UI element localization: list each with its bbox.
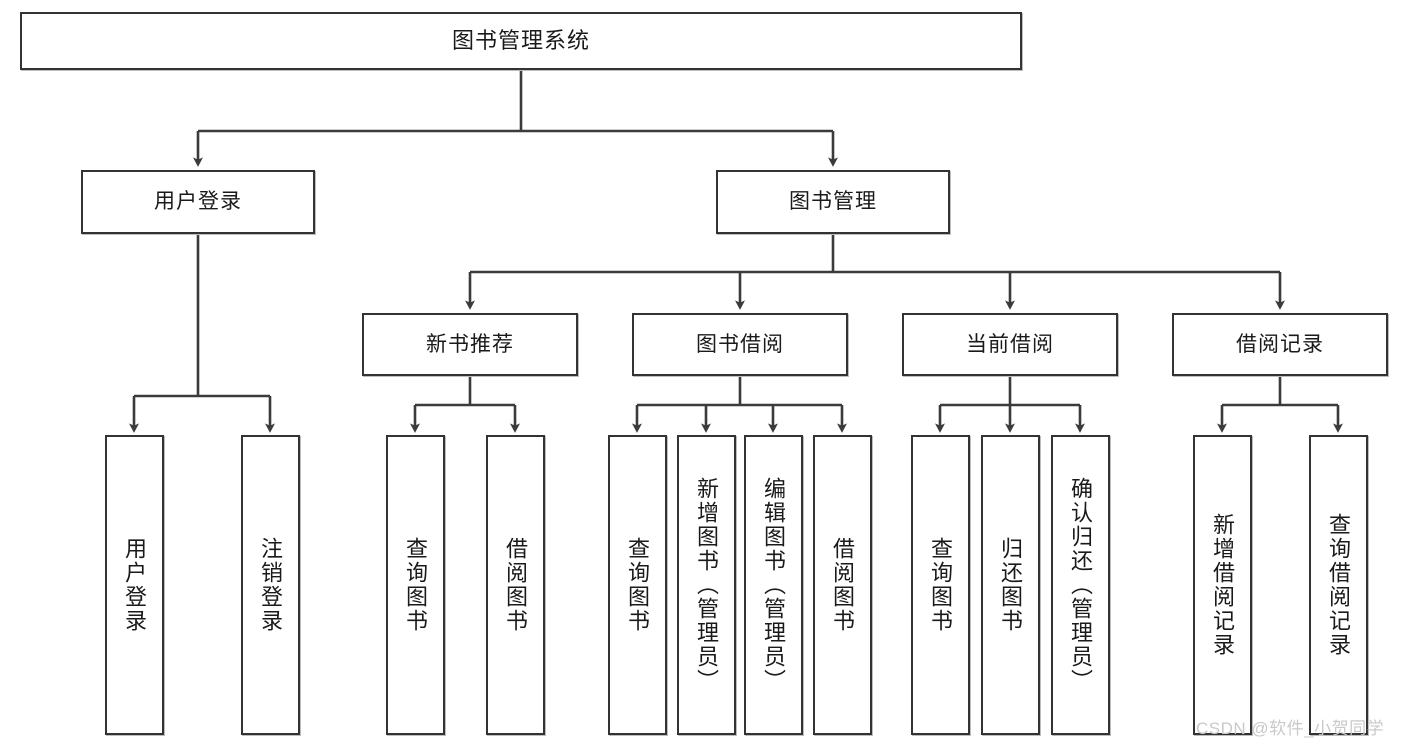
node-leaf-edit-book[interactable]: 编辑图书（管理员） — [744, 435, 803, 735]
node-leaf-query-book-2-label: 查询图书 — [625, 537, 651, 633]
node-leaf-user-login[interactable]: 用户登录 — [105, 435, 164, 735]
node-leaf-user-logout-label: 注销登录 — [258, 537, 284, 633]
node-new-book-rec[interactable]: 新书推荐 — [362, 313, 578, 376]
node-leaf-query-book-3-label: 查询图书 — [928, 537, 954, 633]
node-leaf-user-logout[interactable]: 注销登录 — [241, 435, 300, 735]
node-borrow-record[interactable]: 借阅记录 — [1172, 313, 1388, 376]
node-leaf-add-book-label: 新增图书（管理员） — [694, 477, 720, 693]
node-leaf-add-record[interactable]: 新增借阅记录 — [1193, 435, 1252, 735]
node-leaf-borrow-book-2[interactable]: 借阅图书 — [813, 435, 872, 735]
node-leaf-borrow-book-2-label: 借阅图书 — [830, 537, 856, 633]
node-book-manage-label: 图书管理 — [789, 190, 877, 214]
node-book-borrow[interactable]: 图书借阅 — [632, 313, 848, 376]
node-leaf-query-record[interactable]: 查询借阅记录 — [1309, 435, 1368, 735]
node-leaf-confirm-return[interactable]: 确认归还（管理员） — [1051, 435, 1110, 735]
node-leaf-query-book-1-label: 查询图书 — [403, 537, 429, 633]
node-root[interactable]: 图书管理系统 — [20, 12, 1022, 70]
node-new-book-rec-label: 新书推荐 — [426, 332, 514, 356]
node-leaf-return-book-label: 归还图书 — [998, 537, 1024, 633]
node-leaf-query-book-2[interactable]: 查询图书 — [608, 435, 667, 735]
node-current-borrow-label: 当前借阅 — [966, 332, 1054, 356]
node-leaf-edit-book-label: 编辑图书（管理员） — [761, 477, 787, 693]
node-leaf-query-book-3[interactable]: 查询图书 — [911, 435, 970, 735]
node-leaf-return-book[interactable]: 归还图书 — [981, 435, 1040, 735]
node-user-login[interactable]: 用户登录 — [81, 170, 315, 234]
node-leaf-borrow-book-1-label: 借阅图书 — [503, 537, 529, 633]
node-book-borrow-label: 图书借阅 — [696, 332, 784, 356]
node-root-label: 图书管理系统 — [451, 27, 590, 53]
node-borrow-record-label: 借阅记录 — [1236, 332, 1324, 356]
node-current-borrow[interactable]: 当前借阅 — [902, 313, 1118, 376]
node-leaf-query-book-1[interactable]: 查询图书 — [386, 435, 445, 735]
node-book-manage[interactable]: 图书管理 — [716, 170, 950, 234]
node-leaf-borrow-book-1[interactable]: 借阅图书 — [486, 435, 545, 735]
node-leaf-user-login-label: 用户登录 — [122, 537, 148, 633]
node-user-login-label: 用户登录 — [154, 190, 242, 214]
node-leaf-add-record-label: 新增借阅记录 — [1210, 513, 1236, 657]
watermark: CSDN @软件_小贺同学 — [1196, 719, 1385, 738]
node-leaf-query-record-label: 查询借阅记录 — [1326, 513, 1352, 657]
node-leaf-add-book[interactable]: 新增图书（管理员） — [677, 435, 736, 735]
node-leaf-confirm-return-label: 确认归还（管理员） — [1068, 477, 1094, 693]
